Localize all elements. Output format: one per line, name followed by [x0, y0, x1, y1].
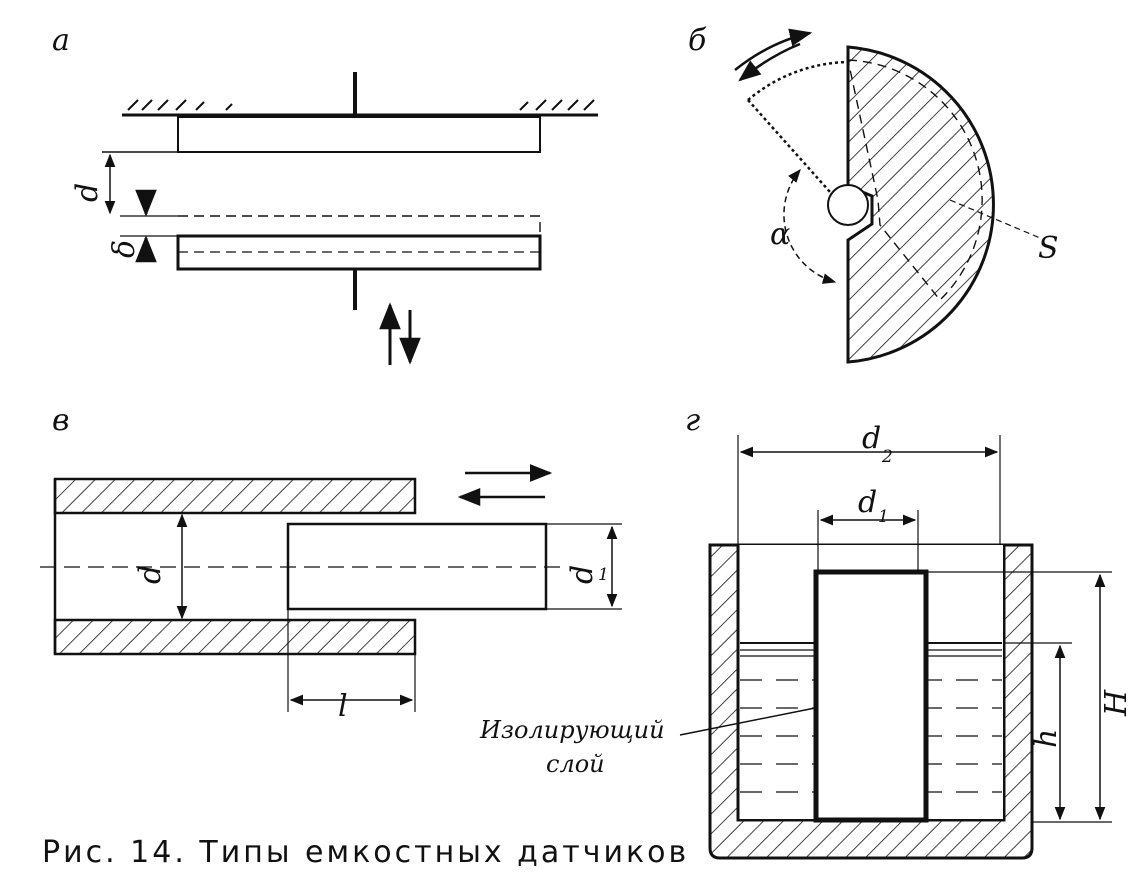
insulation-label-line2: слой — [546, 750, 605, 778]
ground-support — [122, 99, 598, 117]
figure-caption: Рис. 14. Типы емкостных датчиков — [42, 835, 689, 870]
panel-v-tag: в — [52, 403, 69, 438]
rotation-arrow-1 — [734, 28, 813, 71]
area-label: S — [1038, 231, 1059, 266]
insulation-label-line1: Изолирующий — [479, 716, 665, 744]
electrode-diameter-label: d — [858, 485, 877, 520]
inner-electrode — [813, 569, 929, 823]
insulation-leader — [679, 707, 816, 736]
upper-plate — [177, 116, 541, 153]
angle-label: α — [770, 217, 790, 252]
panel-v: в d d 1 l — [40, 403, 622, 724]
inner-diameter-sub: 1 — [598, 565, 609, 585]
vessel-diameter-sub: 2 — [881, 447, 893, 467]
electrode-diameter-sub: 1 — [878, 507, 889, 527]
plate-thickness-label: δ — [107, 240, 142, 258]
panel-b: б α S — [688, 23, 1059, 364]
panel-g-tag: г — [685, 403, 700, 438]
level-label: h — [1029, 729, 1064, 748]
fixed-plate — [846, 45, 995, 364]
rotation-axis — [827, 184, 869, 226]
rotation-arrow-2 — [738, 42, 801, 82]
panel-b-tag: б — [688, 23, 707, 58]
inner-diameter-label: d — [565, 565, 600, 584]
outer-tube-bottom-wall — [53, 618, 417, 656]
panel-a-tag: а — [52, 23, 70, 58]
outer-diameter-label: d — [133, 565, 168, 584]
gap-label: d — [70, 183, 105, 202]
panel-a: а d δ — [52, 23, 598, 365]
height-label: H — [1099, 689, 1134, 717]
angle-arc — [783, 168, 837, 284]
vessel-diameter-label: d — [862, 421, 881, 456]
panel-g: г d 2 d 1 — [479, 403, 1134, 860]
outer-tube-top-wall — [53, 477, 417, 515]
plate-displaced-position — [178, 215, 541, 236]
overlap-length-label: l — [338, 689, 348, 724]
